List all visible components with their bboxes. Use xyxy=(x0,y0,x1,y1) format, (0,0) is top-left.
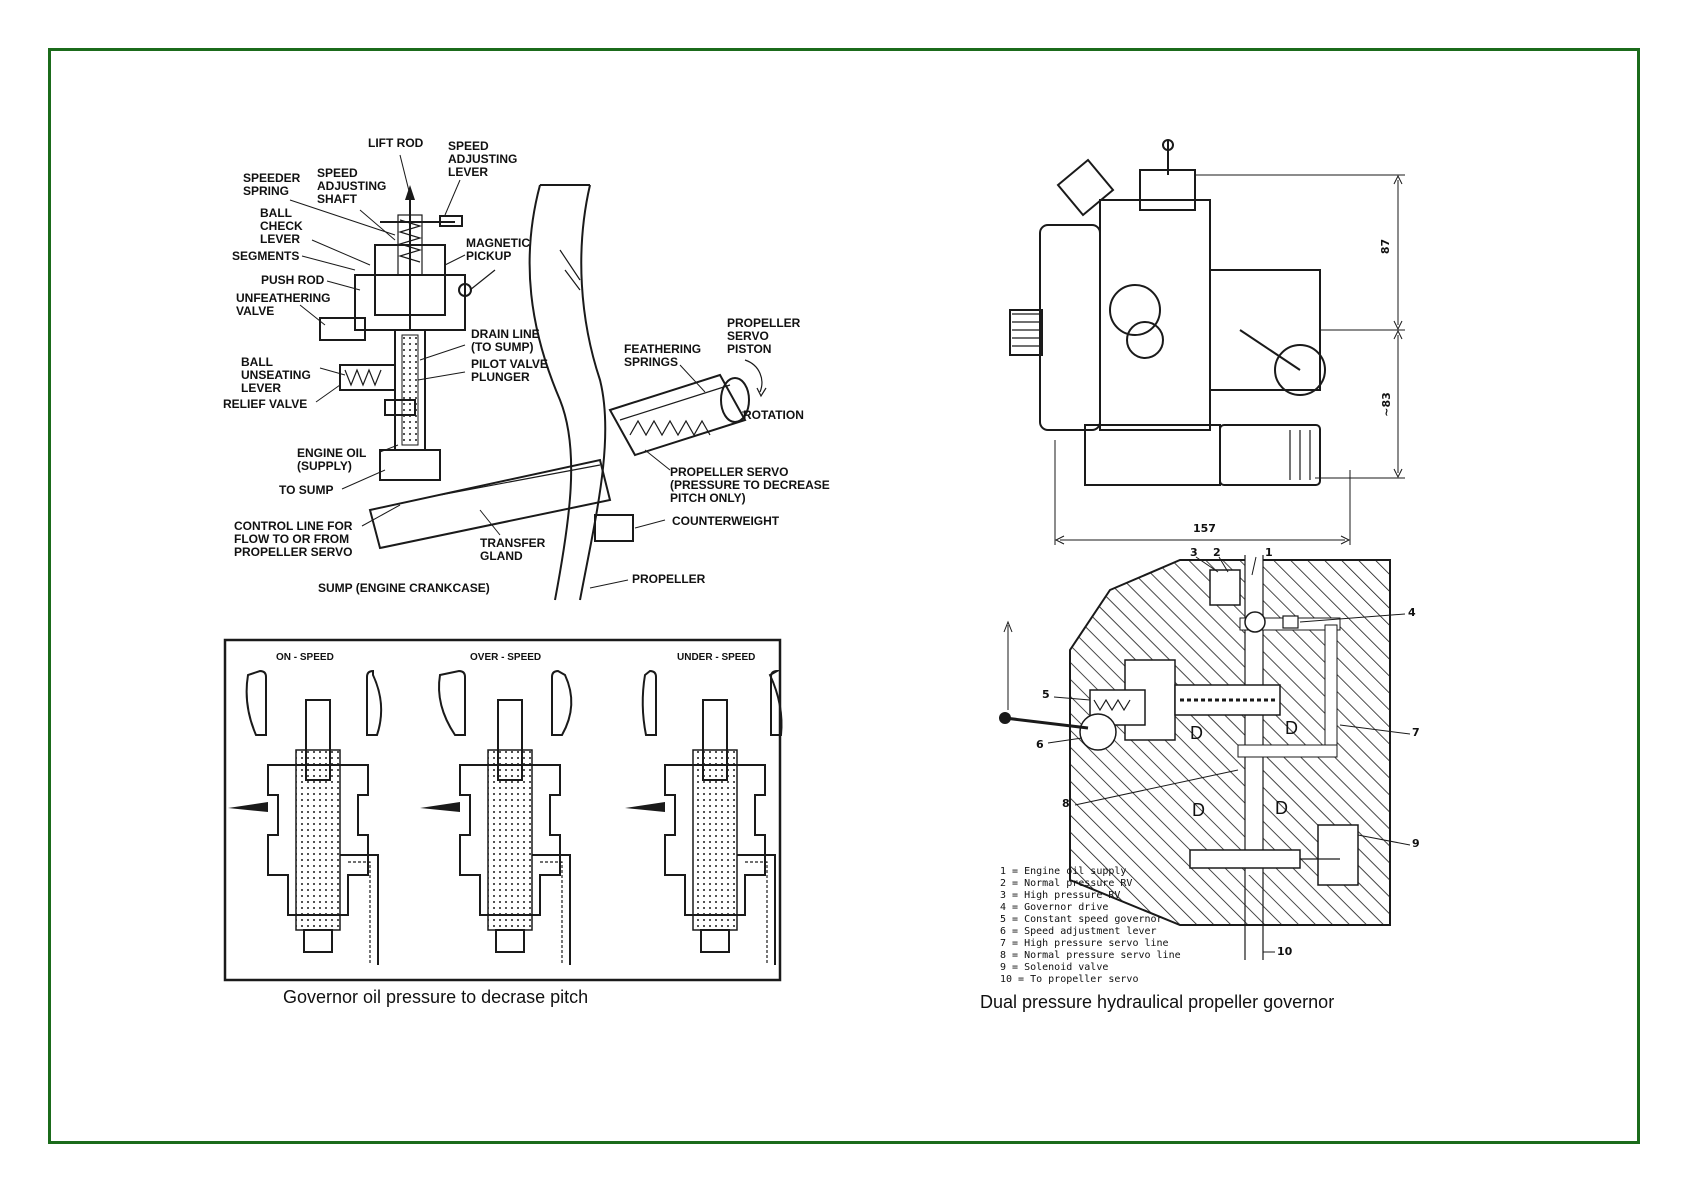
callout-5: 5 xyxy=(1042,688,1050,701)
under-speed-cutaway xyxy=(625,669,783,965)
dimension-83: ~83 xyxy=(1379,392,1393,417)
callout-leaders xyxy=(1047,556,1411,953)
legend-item: 2 = Normal pressure RV xyxy=(1000,878,1133,889)
callout-6: 6 xyxy=(1036,738,1044,751)
label-segments: SEGMENTS xyxy=(232,249,300,263)
heading-under-speed: UNDER - SPEED xyxy=(677,652,756,663)
legend-item: 10 = To propeller servo xyxy=(1000,974,1139,985)
flow-mark-d-4: D xyxy=(1275,798,1288,818)
label-drain-line: DRAIN LINE (TO SUMP) xyxy=(471,327,540,354)
callout-1: 1 xyxy=(1265,546,1273,559)
label-pilot-valve-plunger: PILOT VALVE PLUNGER xyxy=(471,357,548,384)
heading-on-speed: ON - SPEED xyxy=(276,652,334,663)
legend-item: 8 = Normal pressure servo line xyxy=(1000,950,1181,961)
on-speed-cutaway xyxy=(228,669,383,965)
legend-item: 9 = Solenoid valve xyxy=(1000,962,1109,973)
label-push-rod: PUSH ROD xyxy=(261,273,325,287)
flow-mark-d-1: D xyxy=(1190,723,1203,743)
label-speeder-spring: SPEEDER SPRING xyxy=(243,171,301,198)
over-speed-cutaway xyxy=(420,669,573,965)
label-unfeathering-valve: UNFEATHERING VALVE xyxy=(236,291,331,318)
label-sump: SUMP (ENGINE CRANKCASE) xyxy=(318,581,490,595)
caption-dual-pressure-governor: Dual pressure hydraulical propeller gove… xyxy=(980,992,1335,1012)
component-legend: 1 = Engine oil supply 2 = Normal pressur… xyxy=(1000,866,1181,986)
callout-10: 10 xyxy=(1277,945,1293,958)
label-relief-valve: RELIEF VALVE xyxy=(223,397,308,411)
label-speed-adjusting-shaft: SPEED ADJUSTING SHAFT xyxy=(317,166,387,206)
callout-7: 7 xyxy=(1412,726,1420,739)
heading-over-speed: OVER - SPEED xyxy=(470,652,542,663)
legend-item: 5 = Constant speed governor xyxy=(1000,914,1163,925)
label-lift-rod: LIFT ROD xyxy=(368,136,424,150)
legend-item: 3 = High pressure RV xyxy=(1000,890,1121,901)
label-feathering-springs: FEATHERING SPRINGS xyxy=(624,342,702,369)
flow-mark-d-2: D xyxy=(1285,718,1298,738)
label-speed-adjusting-lever: SPEED ADJUSTING LEVER xyxy=(448,139,518,179)
label-control-line: CONTROL LINE FOR FLOW TO OR FROM PROPELL… xyxy=(234,519,353,559)
label-ball-check-lever: BALL CHECK LEVER xyxy=(260,206,303,246)
governor-side-view xyxy=(1009,139,1326,486)
dimension-87: 87 xyxy=(1379,238,1393,255)
dimension-157: 157 xyxy=(1193,522,1216,535)
label-ball-unseating-lever: BALL UNSEATING LEVER xyxy=(241,355,311,395)
speed-states-panel xyxy=(223,638,782,982)
label-propeller-servo-piston: PROPELLER SERVO PISTON xyxy=(727,316,801,356)
label-counterweight: COUNTERWEIGHT xyxy=(672,514,780,528)
flow-mark-d-3: D xyxy=(1192,800,1205,820)
legend-item: 6 = Speed adjustment lever xyxy=(1000,926,1157,937)
callout-2: 2 xyxy=(1213,546,1221,559)
label-transfer-gland: TRANSFER GLAND xyxy=(480,536,546,563)
caption-governor-oil-pressure: Governor oil pressure to decrase pitch xyxy=(283,987,589,1007)
callout-8: 8 xyxy=(1062,797,1070,810)
label-to-sump: TO SUMP xyxy=(279,483,334,497)
legend-item: 1 = Engine oil supply xyxy=(1000,866,1127,877)
callout-4: 4 xyxy=(1408,606,1416,619)
legend-item: 7 = High pressure servo line xyxy=(1000,938,1169,949)
label-propeller-servo: PROPELLER SERVO (PRESSURE TO DECREASE PI… xyxy=(670,465,830,505)
page-frame xyxy=(48,48,1640,1144)
leader-lines xyxy=(289,154,748,589)
label-propeller: PROPELLER xyxy=(632,572,706,586)
feathering-servo xyxy=(608,359,767,457)
legend-item: 4 = Governor drive xyxy=(1000,902,1109,913)
callout-9: 9 xyxy=(1412,837,1420,850)
dimension-lines xyxy=(1054,174,1405,545)
label-magnetic-pickup: MAGNETIC PICKUP xyxy=(466,236,530,263)
propeller-shaft xyxy=(368,184,634,601)
label-engine-oil-supply: ENGINE OIL (SUPPLY) xyxy=(297,446,367,473)
governor-body xyxy=(319,185,496,481)
hydraulic-schematic xyxy=(999,555,1391,960)
label-rotation: ROTATION xyxy=(743,408,804,422)
callout-3: 3 xyxy=(1190,546,1198,559)
